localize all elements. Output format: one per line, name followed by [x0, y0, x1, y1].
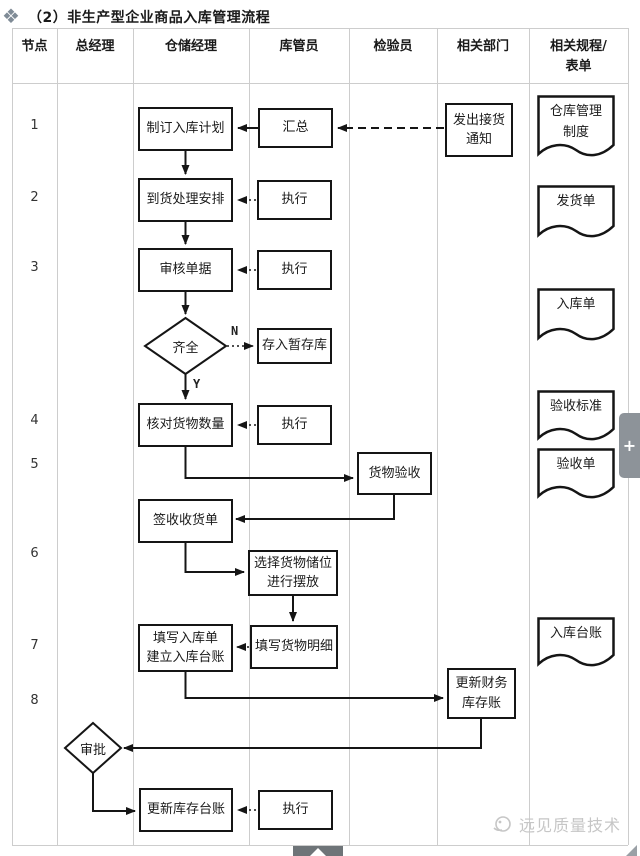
document-warehouse-policy: 仓库管理 制度: [537, 95, 615, 159]
node-number-2: 2: [30, 190, 39, 205]
step-summarize: 汇总: [258, 108, 333, 148]
column-header-departments: 相关部门: [456, 39, 509, 54]
document-label: 入库台账: [549, 626, 602, 641]
watermark: 远见质量技术: [492, 812, 621, 836]
grid-line: [133, 28, 134, 845]
step-fill-warehouse-form: 填写入库单 建立入库台账: [138, 624, 233, 672]
table-top-border: [12, 28, 628, 29]
step-execute-2: 执行: [257, 250, 332, 290]
step-temp-storage: 存入暂存库: [257, 328, 332, 364]
node-number-6: 6: [30, 546, 39, 561]
decision-diamonds: [63, 316, 228, 775]
document-shape: [537, 95, 615, 157]
document-label: 验收单: [556, 457, 596, 472]
node-number-3: 3: [30, 260, 39, 275]
document-shape: [537, 288, 615, 341]
step-goods-inspection: 货物验收: [357, 452, 432, 495]
watermark-text: 远见质量技术: [519, 816, 622, 835]
step-arrange-arrival: 到货处理安排: [138, 178, 233, 222]
document-label: 仓库管理 制度: [549, 104, 602, 140]
grid-line: [529, 28, 530, 845]
grid-line: [12, 28, 13, 845]
step-sign-receipt: 签收收货单: [138, 499, 233, 543]
corner-mark: [626, 845, 637, 856]
scroll-top-button[interactable]: [293, 846, 343, 856]
decision-complete-label: 齐全: [172, 340, 199, 356]
up-arrow-icon: [310, 848, 326, 856]
document-shape: [537, 448, 615, 499]
diamond-cluster-icon: ❖: [2, 4, 20, 28]
document-shape: [537, 617, 615, 667]
node-number-7: 7: [30, 638, 39, 653]
document-warehouse-entry-form: 入库单: [537, 288, 615, 343]
grid-line: [57, 28, 58, 845]
step-review-docs: 审核单据: [138, 248, 233, 292]
column-header-forms: 相关规程/ 表单: [550, 39, 607, 75]
step-choose-location: 选择货物储位 进行摆放: [248, 550, 338, 596]
column-header-storekeeper: 库管员: [279, 39, 319, 54]
document-label: 入库单: [556, 297, 596, 312]
column-header-warehouse-manager: 仓储经理: [164, 39, 217, 54]
document-label: 发货单: [556, 194, 596, 209]
step-update-stock-ledger: 更新库存台账: [139, 788, 233, 832]
grid-line: [437, 28, 438, 845]
node-number-8: 8: [30, 693, 39, 708]
plus-icon: +: [622, 436, 637, 455]
step-execute-1: 执行: [257, 180, 332, 220]
column-header-node: 节点: [21, 39, 48, 54]
node-number-4: 4: [30, 413, 39, 428]
node-number-1: 1: [30, 118, 39, 133]
branch-label-n: N: [231, 324, 239, 338]
table-bottom-border: [12, 845, 628, 846]
grid-line: [249, 28, 250, 845]
document-acceptance-form: 验收单: [537, 448, 615, 501]
side-plus-button[interactable]: +: [619, 413, 640, 478]
document-warehouse-ledger: 入库台账: [537, 617, 615, 669]
step-make-plan: 制订入库计划: [138, 107, 233, 151]
node-number-5: 5: [30, 457, 39, 472]
step-send-notice: 发出接货 通知: [445, 103, 513, 157]
grid-line: [349, 28, 350, 845]
step-check-quantity: 核对货物数量: [138, 403, 233, 447]
document-shape: [537, 390, 615, 441]
header-divider: [12, 83, 628, 84]
step-fill-goods-detail: 填写货物明细: [250, 625, 338, 669]
step-execute-4: 执行: [258, 790, 333, 830]
branch-label-y: Y: [193, 377, 201, 391]
page-title: （2）非生产型企业商品入库管理流程: [28, 10, 271, 26]
step-execute-3: 执行: [257, 405, 332, 445]
column-header-gm: 总经理: [75, 39, 115, 54]
document-acceptance-standard: 验收标准: [537, 390, 615, 443]
document-label: 验收标准: [549, 399, 602, 414]
watermark-logo-icon: [493, 816, 511, 832]
decision-approve-label: 审批: [79, 742, 106, 758]
document-shape: [537, 185, 615, 238]
column-header-inspector: 检验员: [373, 39, 413, 54]
document-delivery-note: 发货单: [537, 185, 615, 240]
step-update-finance: 更新财务 库存账: [447, 668, 516, 719]
